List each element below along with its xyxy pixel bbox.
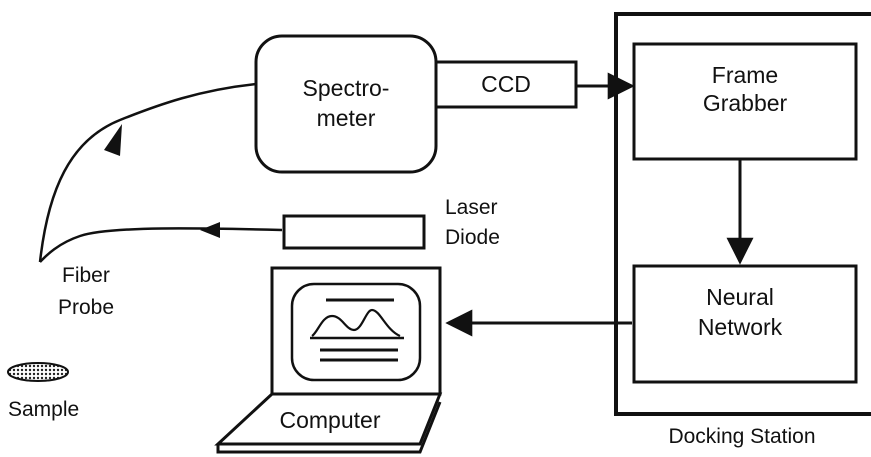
laser-diode-box	[282, 214, 426, 250]
neural-network-label-line1: Neural	[706, 284, 774, 310]
laser-diode-label-line1: Laser	[445, 196, 498, 219]
fiber-return-arrow	[104, 124, 122, 156]
spectrometer-label-line2: meter	[317, 105, 376, 131]
computer-icon	[214, 266, 443, 454]
ccd-label: CCD	[481, 71, 531, 97]
sample-icon	[7, 362, 69, 382]
fiber-return-line	[38, 82, 257, 263]
spectrometer-box: Spectro- meter	[254, 34, 438, 174]
ccd-box: CCD	[434, 60, 578, 109]
fiber-excitation-line	[39, 227, 283, 263]
fiber-probe-label-line2: Probe	[58, 296, 114, 319]
neural-network-label-line2: Network	[698, 314, 783, 340]
neural-network-box: Neural Network	[632, 264, 858, 384]
fiber-probe-label-line1: Fiber	[62, 264, 110, 287]
sample-label: Sample	[8, 398, 79, 421]
laser-diode-label-line2: Diode	[445, 226, 500, 249]
frame-grabber-box: Frame Grabber	[632, 42, 858, 161]
docking-station-box	[614, 12, 871, 416]
docking-station-label: Docking Station	[668, 425, 815, 448]
frame-grabber-label-line2: Grabber	[703, 90, 788, 116]
frame-grabber-label-line1: Frame	[712, 62, 778, 88]
spectrometer-label-line1: Spectro-	[303, 75, 390, 101]
computer-label: Computer	[280, 407, 381, 433]
fiber-excitation-arrow	[200, 222, 220, 238]
